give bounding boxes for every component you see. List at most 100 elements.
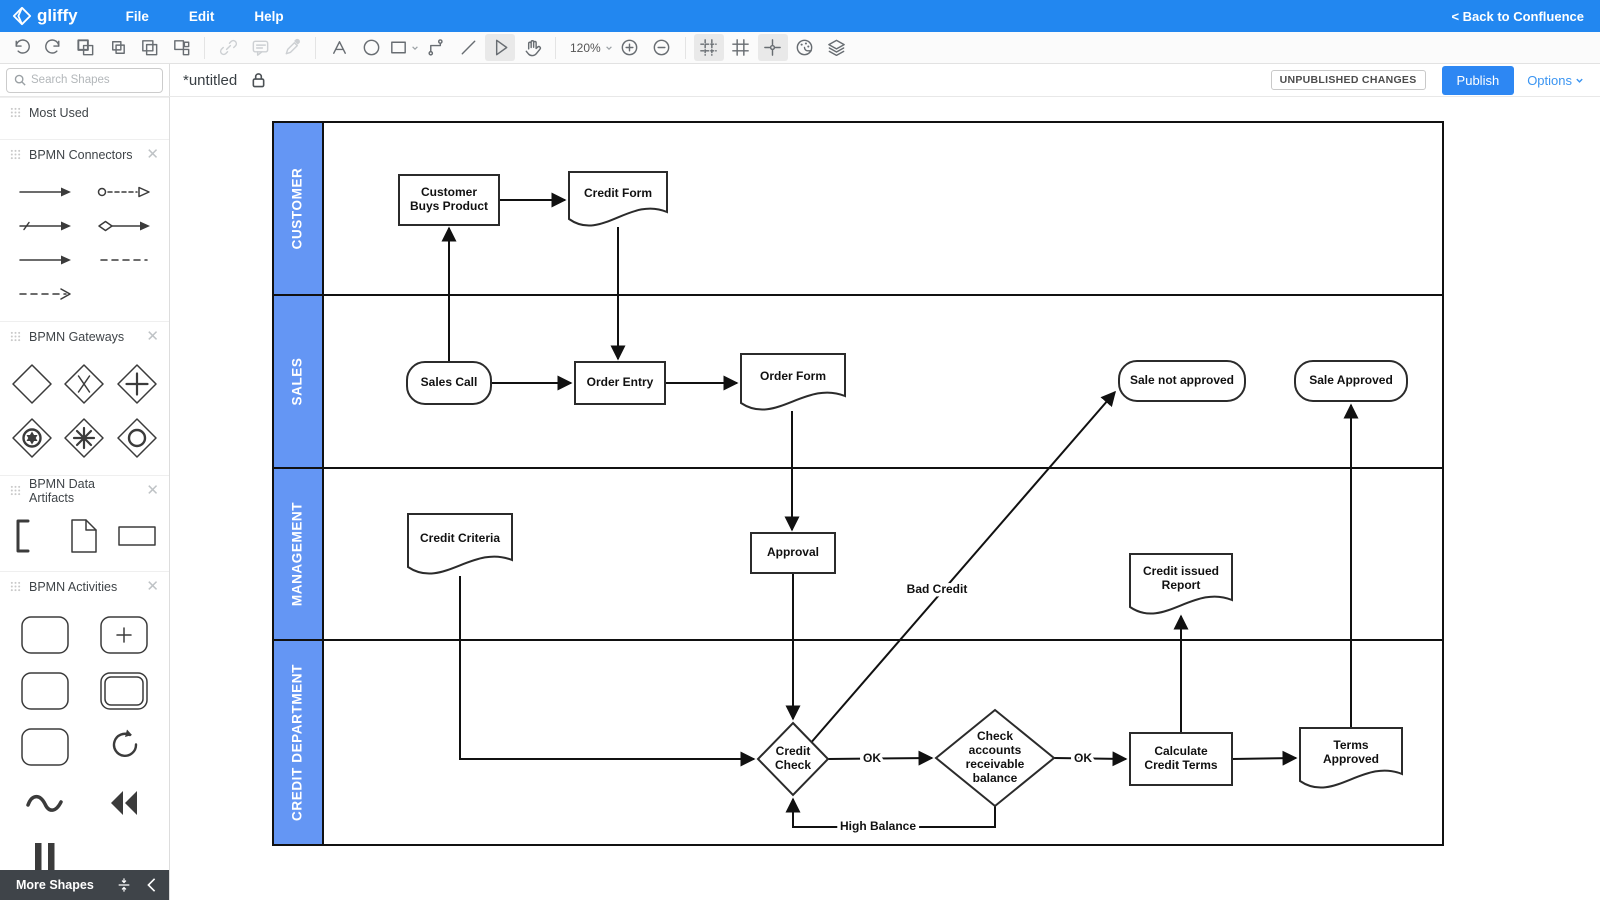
edge-check-accounts-to-calculate-credit-terms[interactable] [1053, 751, 1128, 767]
document-title[interactable]: *untitled [183, 71, 238, 89]
close-icon[interactable]: ✕ [146, 328, 159, 345]
drag-handle-icon[interactable] [10, 107, 21, 118]
guides-button[interactable] [693, 34, 724, 61]
rectangle-button[interactable] [388, 34, 419, 61]
edge-calculate-credit-terms-to-terms-approved[interactable] [1231, 750, 1298, 766]
close-icon[interactable]: ✕ [146, 146, 159, 163]
sales-call[interactable]: Sales Call [406, 361, 492, 405]
zoom-level[interactable]: 120% [564, 34, 613, 61]
publish-button[interactable]: Publish [1441, 65, 1515, 95]
edge-credit-criteria-to-credit-check[interactable] [459, 576, 756, 767]
order-form[interactable]: Order Form [740, 353, 846, 411]
order-entry[interactable]: Order Entry [574, 361, 666, 405]
menu-help[interactable]: Help [254, 8, 284, 24]
more-shapes-bar[interactable]: More Shapes [0, 870, 169, 900]
parallel-marker-shape[interactable] [16, 831, 74, 887]
message-dashed-arrow-shape[interactable] [15, 277, 75, 311]
section-header-bpmn-gateways[interactable]: BPMN Gateways✕ [0, 321, 169, 351]
event-based-gateway-shape[interactable] [8, 411, 56, 465]
default-flow-arrow-shape[interactable] [15, 209, 75, 243]
lane-management[interactable]: MANAGEMENT [272, 467, 1444, 641]
section-header-bpmn-connectors[interactable]: BPMN Connectors✕ [0, 139, 169, 169]
layers-button[interactable] [822, 34, 852, 61]
lane-customer[interactable]: CUSTOMER [272, 121, 1444, 296]
drag-handle-icon[interactable] [10, 485, 21, 496]
zoom-in-button[interactable] [615, 34, 645, 61]
drag-handle-icon[interactable] [10, 581, 21, 592]
message-flow-arrow-shape[interactable] [94, 175, 154, 209]
text-annotation-shape[interactable] [6, 511, 58, 561]
link-button[interactable] [213, 34, 243, 61]
subprocess-shape[interactable] [95, 607, 153, 663]
parallel-gateway-shape[interactable] [113, 357, 161, 411]
lock-icon[interactable] [251, 72, 266, 88]
approval[interactable]: Approval [750, 532, 836, 574]
text-button[interactable] [324, 34, 354, 61]
ellipse-button[interactable] [356, 34, 386, 61]
options-menu[interactable]: Options [1527, 73, 1584, 88]
association-dashed-line-shape[interactable] [94, 243, 154, 277]
drag-handle-icon[interactable] [10, 149, 21, 160]
data-object-shape[interactable] [58, 511, 110, 561]
conditional-flow-arrow-shape[interactable] [94, 209, 154, 243]
snap-button[interactable] [757, 34, 788, 61]
section-header-most-used[interactable]: Most Used [0, 97, 169, 127]
section-header-bpmn-data-artifacts[interactable]: BPMN Data Artifacts✕ [0, 475, 169, 505]
back-to-confluence-link[interactable]: < Back to Confluence [1451, 8, 1584, 24]
redo-button[interactable] [38, 34, 68, 61]
sale-not-approved[interactable]: Sale not approved [1118, 360, 1246, 402]
ungroup-button[interactable] [166, 34, 196, 61]
duplicate-button[interactable] [134, 34, 164, 61]
pointer-button[interactable] [485, 34, 515, 61]
complex-gateway-shape[interactable] [60, 411, 108, 465]
section-header-bpmn-activities[interactable]: BPMN Activities✕ [0, 571, 169, 601]
collapse-sidebar-icon[interactable] [132, 877, 157, 893]
comment-button[interactable] [245, 34, 275, 61]
close-icon[interactable]: ✕ [146, 482, 159, 499]
copy-button[interactable] [102, 34, 132, 61]
search-shapes-input[interactable] [31, 74, 131, 86]
connector-button[interactable] [421, 34, 451, 61]
pan-button[interactable] [517, 34, 547, 61]
zoom-out-button[interactable] [647, 34, 677, 61]
edge-credit-check-to-check-accounts[interactable] [827, 750, 934, 766]
data-store-shape[interactable] [111, 511, 163, 561]
transaction-shape[interactable] [95, 663, 153, 719]
collapse-panels-icon[interactable] [102, 877, 132, 893]
compensation-marker-shape[interactable] [95, 775, 153, 831]
gateway-shape[interactable] [8, 357, 56, 411]
exclusive-gateway-shape[interactable] [60, 357, 108, 411]
sequence-flow-arrow-shape[interactable] [15, 175, 75, 209]
credit-form[interactable]: Credit Form [568, 171, 668, 227]
lane-credit-department[interactable]: CREDIT DEPARTMENT [272, 639, 1444, 846]
eyedropper-button[interactable] [277, 34, 307, 61]
close-icon[interactable]: ✕ [146, 578, 159, 595]
task-rounded-shape[interactable] [16, 719, 74, 775]
group-button[interactable] [70, 34, 100, 61]
loop-marker-shape[interactable] [95, 719, 153, 775]
theme-button[interactable] [790, 34, 820, 61]
edge-credit-check-to-sale-not-approved-bad-credit[interactable] [808, 390, 1116, 746]
adhoc-marker-shape[interactable] [16, 775, 74, 831]
grid-button[interactable] [726, 34, 756, 61]
sale-approved[interactable]: Sale Approved [1294, 360, 1408, 402]
inclusive-gateway-shape[interactable] [113, 411, 161, 465]
line-button[interactable] [453, 34, 483, 61]
menu-edit[interactable]: Edit [188, 8, 215, 24]
edge-check-accounts-to-credit-check-high-balance[interactable] [785, 797, 996, 828]
credit-criteria[interactable]: Credit Criteria [407, 513, 513, 575]
task-shape[interactable] [16, 607, 74, 663]
drag-handle-icon[interactable] [10, 331, 21, 342]
undo-button[interactable] [6, 34, 36, 61]
association-arrow-shape[interactable] [15, 243, 75, 277]
menu-file[interactable]: File [125, 8, 149, 24]
lane-sales[interactable]: SALES [272, 294, 1444, 469]
task-plain-shape[interactable] [16, 663, 74, 719]
